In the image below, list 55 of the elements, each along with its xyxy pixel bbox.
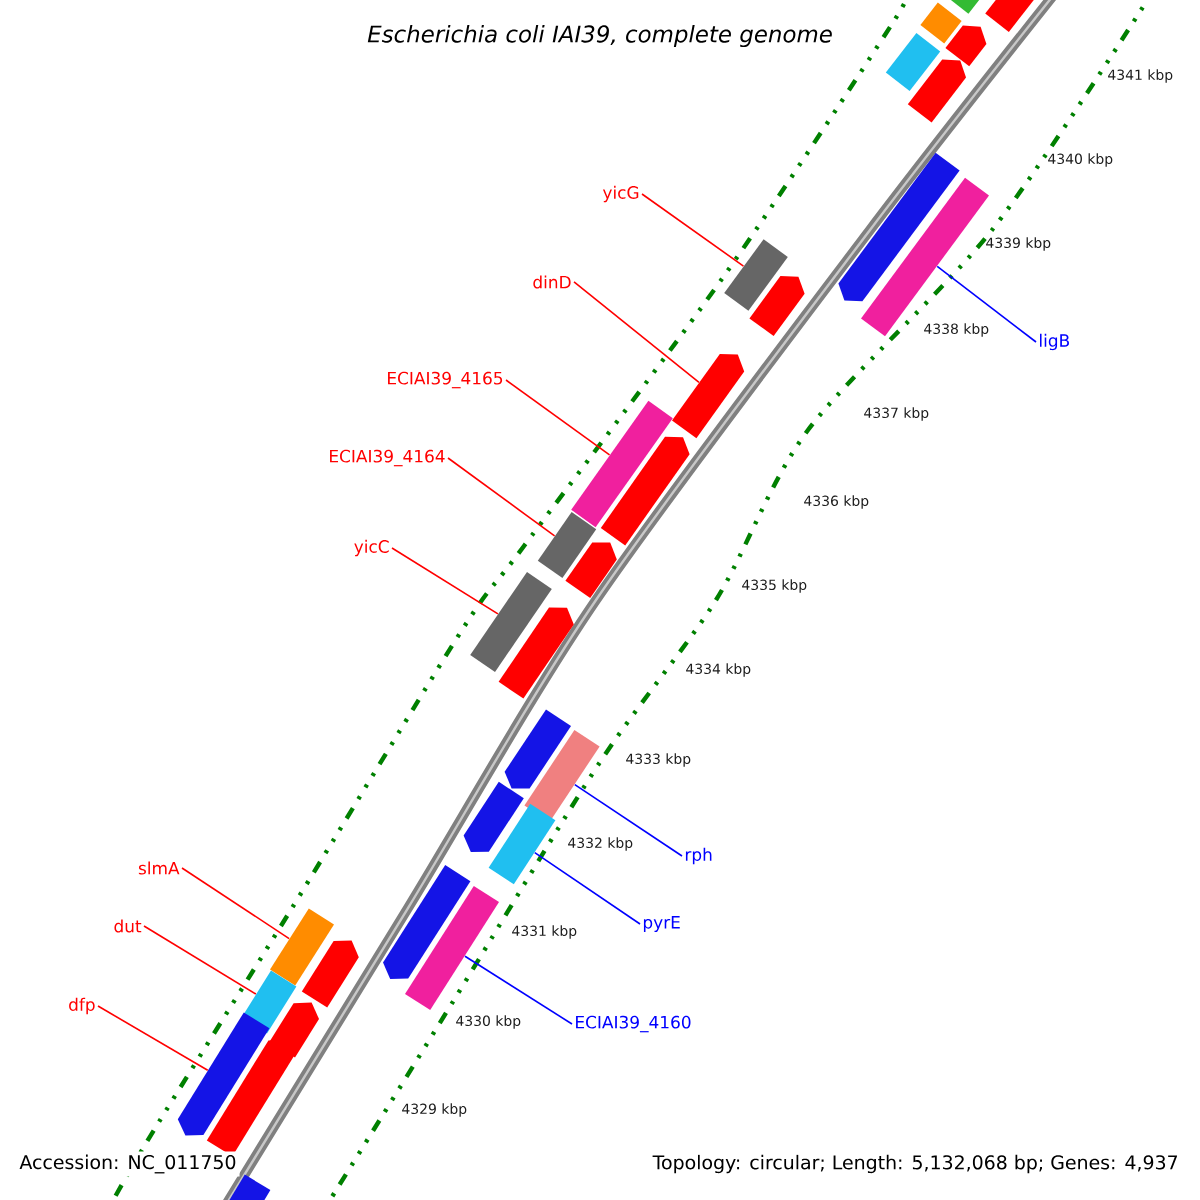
gene-label: ligB <box>1040 333 1069 351</box>
gene-label: ECIAI39_4165 <box>388 371 503 389</box>
gene-block <box>600 436 690 546</box>
leader-line <box>573 281 700 384</box>
gene-block <box>907 59 966 123</box>
gene-block <box>524 730 600 822</box>
gene-block <box>383 865 471 979</box>
gene-block <box>463 781 524 852</box>
gene-block <box>920 2 962 44</box>
leader-line <box>181 867 290 940</box>
leader-line <box>143 925 257 995</box>
gene-label: dut <box>114 919 142 933</box>
genome-info: Topology: circular; Length: 5,132,068 bp; Genes: 4,937 <box>649 1151 1182 1177</box>
gene-block <box>241 970 297 1034</box>
gene-block <box>672 354 745 439</box>
gene-block <box>945 25 987 67</box>
gene-label: slmA <box>138 861 180 875</box>
leader-line <box>505 379 611 456</box>
gene-label: yicG <box>602 185 639 203</box>
leader-line <box>574 783 683 857</box>
gene-block <box>498 607 574 699</box>
gene-block <box>885 33 941 91</box>
leader-line <box>641 193 745 267</box>
leader-line <box>464 955 573 1025</box>
leader-line <box>447 457 556 537</box>
gene-block <box>228 1174 271 1200</box>
gene-block <box>537 512 597 578</box>
gene-block <box>985 0 1037 32</box>
accession-label: Accession: NC_011750 <box>16 1151 240 1177</box>
gene-label: dinD <box>533 275 571 289</box>
gene-block <box>749 276 805 336</box>
gene-block <box>724 239 788 311</box>
gene-label: ECIAI39_4160 <box>576 1015 691 1033</box>
gene-block <box>488 803 556 885</box>
leader-line <box>936 265 1037 343</box>
gene-block <box>504 709 571 789</box>
gene-label: rph <box>685 847 712 865</box>
gene-block <box>301 940 359 1008</box>
gene-block <box>405 886 499 1010</box>
gene-label: yicC <box>354 539 389 557</box>
gene-block <box>565 542 617 598</box>
gene-label: ECIAI39_4164 <box>330 449 445 467</box>
gene-block <box>571 400 673 528</box>
gene-block <box>861 177 989 337</box>
leader-line <box>391 547 499 615</box>
leader-line <box>533 851 641 925</box>
gene-label: dfp <box>69 997 95 1015</box>
gene-block <box>177 1012 270 1136</box>
gene-block <box>838 152 960 302</box>
gene-block <box>206 1039 294 1157</box>
gene-block <box>270 908 334 986</box>
leader-line <box>97 1005 209 1072</box>
title: Escherichia coli IAI39, complete genome <box>367 24 832 48</box>
gene-label: pyrE <box>643 916 680 932</box>
gene-block <box>470 572 552 672</box>
